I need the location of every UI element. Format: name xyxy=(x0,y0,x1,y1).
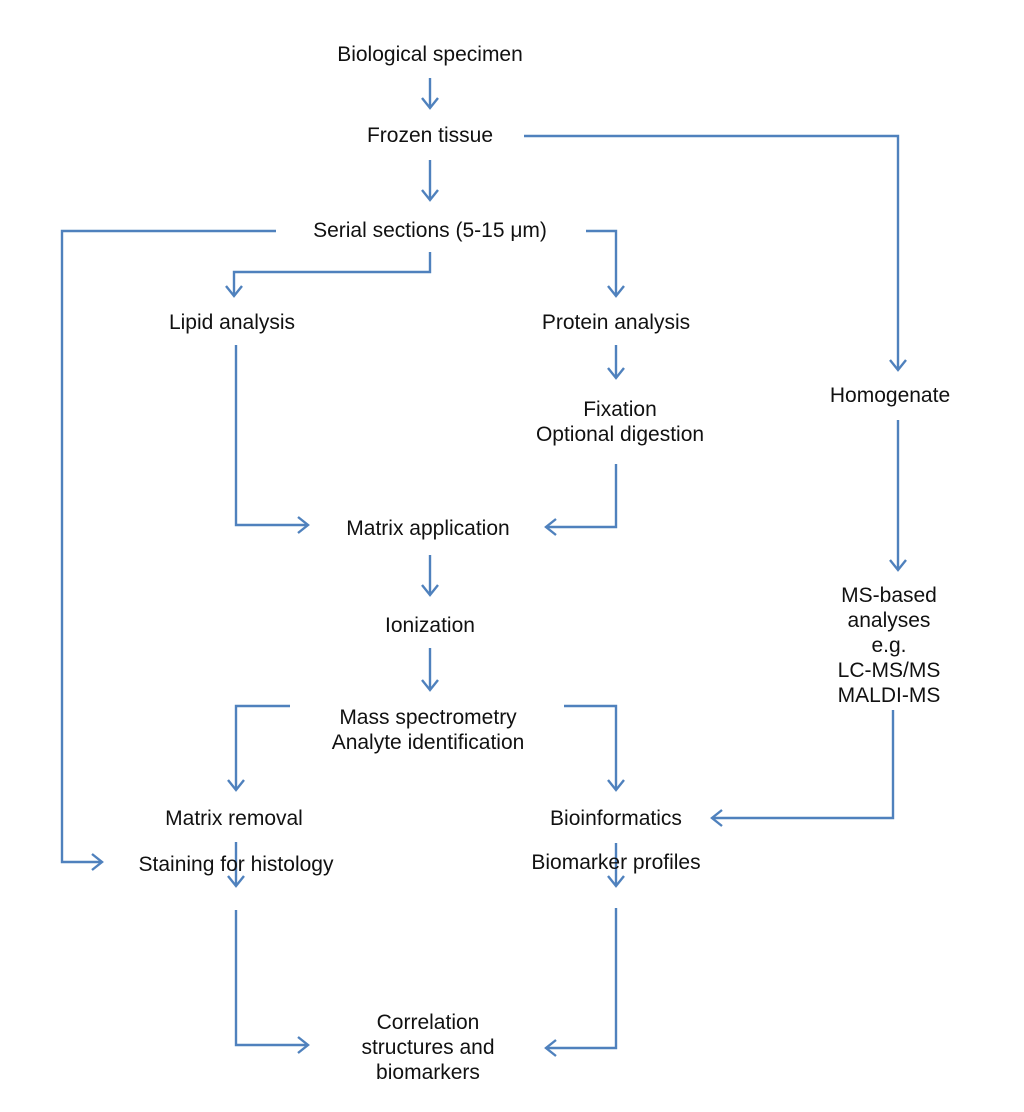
node-label: Matrix removal xyxy=(165,807,303,830)
node-label: Serial sections (5-15 μm) xyxy=(313,219,547,242)
node-label-line-4: LC-MS/MS xyxy=(837,659,941,682)
arrow-specimen-to-frozen xyxy=(421,78,439,110)
node-fixation: Fixation Optional digestion xyxy=(536,397,704,447)
node-label-line-2: structures and xyxy=(361,1036,495,1059)
node-label-line-2: Optional digestion xyxy=(535,423,705,446)
arrow-fixation-to-matrix xyxy=(544,464,618,536)
arrow-homogenate-to-msbased xyxy=(889,420,907,572)
node-matrix-removal: Matrix removal xyxy=(165,806,303,831)
node-label: Bioinformatics xyxy=(550,807,682,830)
arrow-removal-to-staining xyxy=(227,842,245,888)
node-protein-analysis: Protein analysis xyxy=(542,310,690,335)
arrow-msbased-to-bioinformatics xyxy=(710,710,895,827)
arrow-frozen-to-homogenate xyxy=(524,134,907,372)
node-label: Frozen tissue xyxy=(366,124,494,147)
arrow-massspec-to-removal xyxy=(227,704,290,792)
node-label: Staining for histology xyxy=(138,853,334,876)
node-label: Ionization xyxy=(385,614,475,637)
node-staining-for-histology: Staining for histology xyxy=(139,852,334,877)
node-label: Protein analysis xyxy=(541,311,691,334)
arrow-serial-to-lipid xyxy=(225,252,432,298)
arrow-serial-to-protein xyxy=(586,229,625,298)
node-label-line-3: e.g. xyxy=(871,634,907,657)
arrow-profiles-to-correlation xyxy=(544,908,618,1057)
node-label: Homogenate xyxy=(829,384,951,407)
node-bioinformatics: Bioinformatics xyxy=(550,806,682,831)
arrow-frozen-to-serial xyxy=(421,160,439,202)
node-ms-based-analyses: MS-based analyses e.g. LC-MS/MS MALDI-MS xyxy=(838,583,941,708)
node-label-line-2: analyses xyxy=(847,609,931,632)
node-matrix-application: Matrix application xyxy=(346,516,509,541)
node-label: Biomarker profiles xyxy=(531,851,701,874)
node-ionization: Ionization xyxy=(385,613,475,638)
node-biomarker-profiles: Biomarker profiles xyxy=(531,850,700,875)
node-correlation: Correlation structures and biomarkers xyxy=(361,1010,494,1085)
node-label-line-2: Analyte identification xyxy=(331,731,525,754)
arrow-matrix-to-ionization xyxy=(421,555,439,597)
node-label-line-1: Mass spectrometry xyxy=(339,706,517,729)
arrow-bioinformatics-to-profiles xyxy=(607,843,625,888)
node-homogenate: Homogenate xyxy=(830,383,950,408)
node-label-line-1: Correlation xyxy=(376,1011,480,1034)
node-mass-spectrometry: Mass spectrometry Analyte identification xyxy=(332,705,525,755)
node-label: Biological specimen xyxy=(337,43,523,66)
arrow-staining-to-correlation xyxy=(234,910,310,1054)
arrow-protein-to-fixation xyxy=(607,345,625,380)
node-label: Matrix application xyxy=(346,517,510,540)
node-frozen-tissue: Frozen tissue xyxy=(367,123,493,148)
arrow-lipid-to-matrix xyxy=(234,345,310,534)
arrow-ionization-to-massspec xyxy=(421,648,439,692)
node-label-line-1: MS-based xyxy=(841,584,937,607)
node-label-line-5: MALDI-MS xyxy=(837,684,941,707)
node-label-line-3: biomarkers xyxy=(376,1061,480,1084)
node-biological-specimen: Biological specimen xyxy=(337,42,523,67)
arrow-massspec-to-bioinformatics xyxy=(564,704,625,792)
node-label: Lipid analysis xyxy=(168,311,296,334)
node-lipid-analysis: Lipid analysis xyxy=(169,310,295,335)
node-label-line-1: Fixation xyxy=(583,398,657,421)
node-serial-sections: Serial sections (5-15 μm) xyxy=(313,218,547,243)
arrow-serial-to-staining xyxy=(60,229,276,871)
